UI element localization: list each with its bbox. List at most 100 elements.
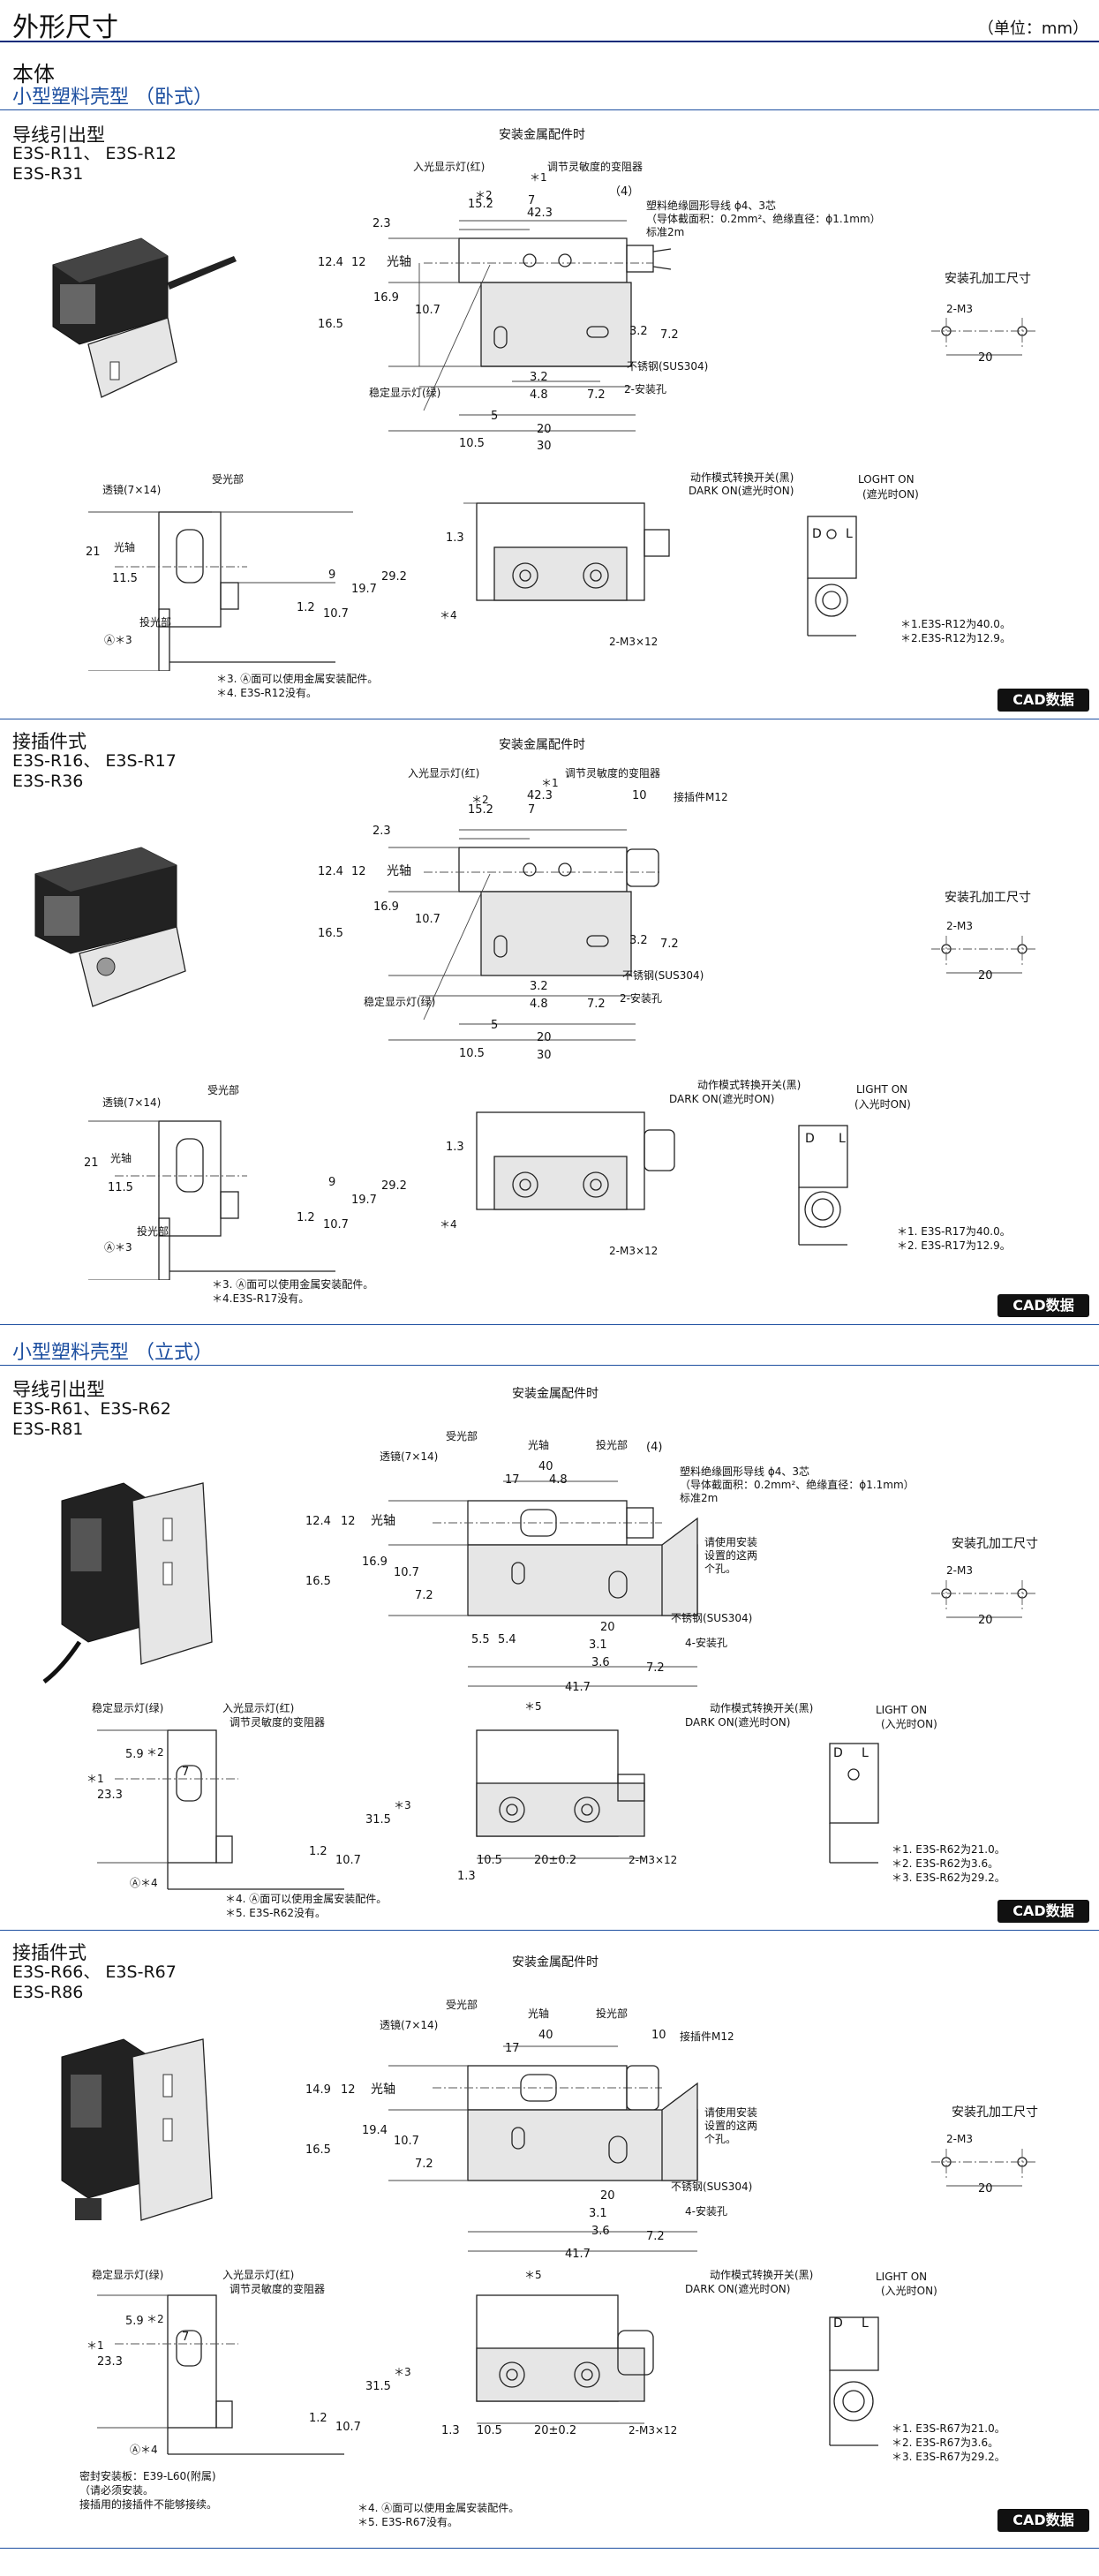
cad-data-button[interactable]: CAD数据 bbox=[997, 689, 1089, 712]
cable-label-2: （导体截面积：0.2mm²、绝缘直径：ϕ1.1mm） bbox=[646, 213, 881, 225]
optical-axis-top-label: 光轴 bbox=[528, 2007, 550, 2020]
top-note-4: ＊4 bbox=[440, 1218, 457, 1231]
surface-a-label: Ⓐ＊3 bbox=[104, 1241, 132, 1254]
dim-7-2: 7.2 bbox=[415, 1589, 433, 1602]
top-dim-1-3: 1.3 bbox=[446, 1141, 464, 1154]
dim-20: 20 bbox=[537, 1031, 552, 1044]
dim-12: 12 bbox=[351, 256, 366, 269]
light-on-label: LIGHT ON bbox=[876, 1704, 928, 1716]
cable-label-1: 塑料绝缘圆形导线 ϕ4、3芯 bbox=[646, 200, 777, 212]
surface-a-label: Ⓐ＊4 bbox=[130, 2444, 158, 2456]
optical-axis-label: 光轴 bbox=[371, 2083, 395, 2097]
dim-12-4: 12.4 bbox=[305, 1515, 331, 1528]
dim-40: 40 bbox=[538, 2029, 553, 2042]
recv-indicator-label: 入光显示灯(红) bbox=[222, 1702, 295, 1714]
cable-label-1: 塑料绝缘圆形导线 ϕ4、3芯 bbox=[680, 1465, 810, 1478]
light-on-label: LIGHT ON bbox=[856, 1083, 908, 1096]
sensitivity-adjuster-label: 调节灵敏度的变阻器 bbox=[565, 767, 661, 780]
dim-7-2-right: 7.2 bbox=[660, 328, 679, 342]
connector-label: 接插件M12 bbox=[674, 791, 728, 803]
hole-layout-title: 安装孔加工尺寸 bbox=[945, 272, 1031, 286]
sus-label: 不锈钢(SUS304) bbox=[671, 1612, 753, 1624]
top-dim-20: 20±0.2 bbox=[534, 2424, 577, 2437]
hole-layout-drawing bbox=[931, 2149, 1037, 2187]
dim-12: 12 bbox=[341, 1515, 356, 1528]
dim-10: 10 bbox=[651, 2029, 666, 2042]
mounting-holes-label: 2-安装孔 bbox=[620, 992, 662, 1005]
switch-l: L bbox=[839, 1132, 846, 1146]
model-line-1: E3S-R61、E3S-R62 bbox=[12, 1399, 171, 1419]
side-dim-23-3: 23.3 bbox=[97, 2355, 123, 2369]
dim-12-4: 12.4 bbox=[318, 865, 343, 878]
top-m3x12-label: 2-M3×12 bbox=[629, 2424, 678, 2437]
dim-3-2-right: 3.2 bbox=[629, 934, 648, 947]
side-dim-1-2: 1.2 bbox=[309, 1845, 327, 1858]
mount-title: 安装金属配件时 bbox=[512, 1387, 598, 1401]
dim-7-2: 7.2 bbox=[587, 388, 606, 402]
dim-42-3: 42.3 bbox=[527, 789, 553, 802]
emitter-label: 投光部 bbox=[139, 616, 172, 629]
dim-16-5: 16.5 bbox=[305, 1575, 331, 1588]
dim-42-3: 42.3 bbox=[527, 207, 553, 220]
hole-dim-20: 20 bbox=[978, 1614, 993, 1627]
stable-indicator-label: 稳定显示灯(绿) bbox=[92, 1702, 164, 1714]
dim-5: 5 bbox=[491, 410, 499, 423]
hole-dim-20: 20 bbox=[978, 2182, 993, 2196]
dim-7-2-right: 7.2 bbox=[660, 938, 679, 951]
dim-3-1: 3.1 bbox=[589, 2207, 607, 2220]
top-dim-10-5: 10.5 bbox=[477, 2424, 502, 2437]
recv-indicator-label: 入光显示灯(红) bbox=[222, 2269, 295, 2281]
dim-7-2: 7.2 bbox=[415, 2158, 433, 2171]
top-view-drawing bbox=[476, 1111, 675, 1210]
receiver-label: 受光部 bbox=[446, 1430, 478, 1442]
cad-data-button[interactable]: CAD数据 bbox=[997, 1900, 1089, 1923]
type-heading: 导线引出型 bbox=[12, 124, 105, 146]
side-dim-1-2: 1.2 bbox=[297, 601, 315, 614]
receiver-label: 受光部 bbox=[446, 1999, 478, 2011]
sensitivity-adjuster-label: 调节灵敏度的变阻器 bbox=[230, 2283, 326, 2295]
side-note-2: ＊2 bbox=[147, 1746, 164, 1759]
section-heading-horizontal: 小型塑料壳型 （卧式） bbox=[12, 87, 213, 109]
switch-l: L bbox=[862, 2316, 869, 2331]
side-dim-5-9: 5.9 bbox=[125, 1748, 144, 1761]
switch-d: D bbox=[812, 527, 822, 541]
hole-m3-label: 2-M3 bbox=[946, 920, 973, 932]
dim-10-7: 10.7 bbox=[394, 1566, 419, 1579]
section-divider bbox=[0, 2548, 1099, 2549]
hole-layout-title: 安装孔加工尺寸 bbox=[952, 1537, 1038, 1551]
side-dim-5-9: 5.9 bbox=[125, 2315, 144, 2328]
note-5: ＊5. E3S-R62没有。 bbox=[225, 1907, 327, 1919]
cad-data-button[interactable]: CAD数据 bbox=[997, 2509, 1089, 2532]
mode-switch-label: 动作模式转换开关(黑) bbox=[710, 2269, 814, 2281]
cad-data-button[interactable]: CAD数据 bbox=[997, 1294, 1089, 1317]
light-on-sub-label: (遮光时ON) bbox=[862, 488, 919, 501]
side-dim-29-2: 29.2 bbox=[381, 570, 407, 584]
dim-3-6: 3.6 bbox=[591, 2225, 610, 2238]
section-divider bbox=[0, 1930, 1099, 1931]
dim-16-9: 16.9 bbox=[362, 1555, 388, 1569]
dim-3-2-right: 3.2 bbox=[629, 325, 648, 338]
mounting-holes-label: 2-安装孔 bbox=[624, 383, 666, 395]
mode-switch-label: 动作模式转换开关(黑) bbox=[710, 1702, 814, 1714]
note-2: ＊2. E3S-R67为3.6。 bbox=[892, 2437, 999, 2449]
front-view-drawing bbox=[388, 1480, 698, 1687]
dim-16-9: 16.9 bbox=[373, 900, 399, 914]
sus-label: 不锈钢(SUS304) bbox=[627, 360, 709, 373]
note-2: ＊2. E3S-R17为12.9。 bbox=[897, 1239, 1011, 1252]
switch-d: D bbox=[833, 1746, 843, 1760]
stable-indicator-label: 稳定显示灯(绿) bbox=[369, 387, 441, 399]
top-view-drawing bbox=[476, 2294, 654, 2424]
use-holes-label-2: 设置的这两 bbox=[704, 2120, 758, 2132]
model-line-2: E3S-R36 bbox=[12, 772, 84, 791]
hole-layout-title: 安装孔加工尺寸 bbox=[952, 2105, 1038, 2120]
side-dim-1-2: 1.2 bbox=[309, 2412, 327, 2425]
dim-15-2: 15.2 bbox=[468, 803, 493, 817]
note-1: ＊1. E3S-R62为21.0。 bbox=[892, 1843, 1005, 1856]
optical-axis-label: 光轴 bbox=[371, 1514, 395, 1528]
mode-switch-label: 动作模式转换开关(黑) bbox=[690, 471, 794, 484]
stable-indicator-label: 稳定显示灯(绿) bbox=[364, 996, 436, 1008]
sus-label: 不锈钢(SUS304) bbox=[671, 2181, 753, 2193]
top-note-5: ＊5 bbox=[524, 1700, 542, 1713]
lens-label: 透镜(7×14) bbox=[380, 2019, 439, 2031]
model-line-2: E3S-R86 bbox=[12, 1983, 84, 2002]
